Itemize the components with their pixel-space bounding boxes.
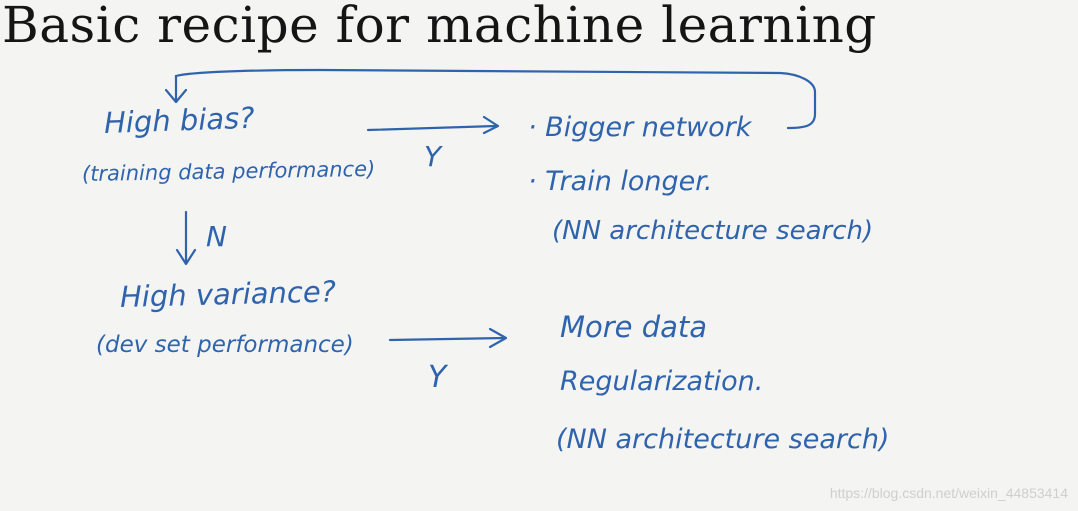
high-bias-note: (training data performance) <box>81 156 376 186</box>
high-variance-note: (dev set performance) <box>96 332 354 358</box>
bias-no-label: N <box>206 220 227 253</box>
bias-remedy-3: (NN architecture search) <box>552 216 874 246</box>
variance-yes-arrow <box>388 336 507 342</box>
bias-yes-arrow <box>366 124 498 132</box>
bias-remedy-1: · Bigger network <box>528 112 752 143</box>
variance-yes-arrowhead <box>488 327 508 349</box>
variance-yes-label: Y <box>428 360 447 395</box>
watermark: https://blog.csdn.net/weixin_44853414 <box>829 485 1068 501</box>
variance-remedy-1: More data <box>560 310 708 344</box>
loop-back-arrowhead <box>164 88 188 104</box>
high-variance-question: High variance? <box>119 274 337 314</box>
bias-yes-arrowhead <box>482 115 500 135</box>
high-bias-question: High bias? <box>103 100 256 140</box>
page-title: Basic recipe for machine learning <box>2 0 877 54</box>
bias-remedy-2: · Train longer. <box>528 166 713 197</box>
bias-no-arrowhead <box>175 248 197 266</box>
variance-remedy-3: (NN architecture search) <box>556 424 890 455</box>
loop-back-arrow <box>174 68 817 130</box>
bias-yes-label: Y <box>424 140 442 173</box>
variance-remedy-2: Regularization. <box>560 366 764 397</box>
